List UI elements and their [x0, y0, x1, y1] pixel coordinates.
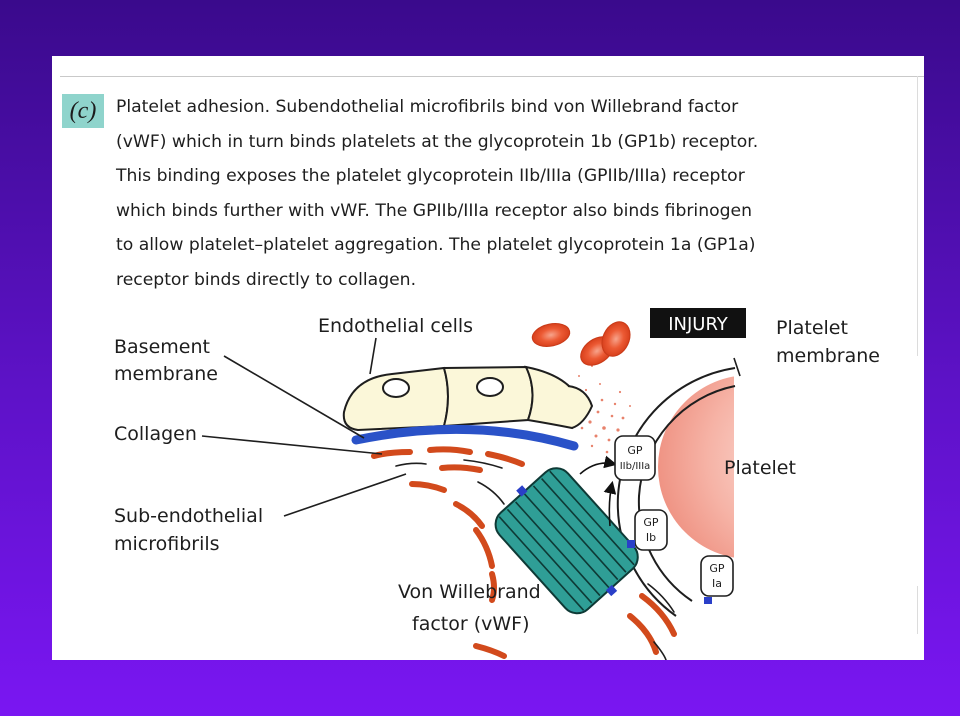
- caption-line: receptor binds directly to collagen.: [116, 269, 417, 290]
- caption-line: This binding exposes the platelet glycop…: [116, 166, 745, 187]
- platelet-membrane-label: Platelet: [776, 317, 848, 339]
- platelet-body: [658, 356, 924, 586]
- red-blood-cells: [531, 321, 631, 366]
- receptor-name: GP: [643, 516, 659, 529]
- injury-badge: INJURY: [650, 308, 746, 338]
- caption-line: which binds further with vWF. The GPIIb/…: [116, 200, 752, 221]
- figure-panel: (c) Platelet adhesion. Subendothelial mi…: [52, 56, 924, 660]
- diagram-labels: Basement membrane Endothelial cells Coll…: [114, 315, 880, 635]
- caption-line: (vWF) which in turn binds platelets at t…: [116, 131, 759, 152]
- subendothelial-label: Sub-endothelial: [114, 505, 263, 527]
- platelet-label: Platelet: [724, 457, 796, 479]
- basement-membrane: [351, 424, 579, 451]
- receptor-name: IIb/IIIa: [620, 461, 651, 472]
- leader-lines: [201, 337, 741, 517]
- vwf-label: factor (vWF): [412, 613, 530, 635]
- vwf-bundle: [494, 467, 639, 615]
- basement-label: membrane: [114, 363, 218, 385]
- endothelial-label: Endothelial cells: [318, 315, 473, 337]
- platelet-membrane-label: membrane: [776, 345, 880, 367]
- cell-nuclei: [382, 377, 504, 398]
- adhesion-diagram: GP IIb/IIIa GP Ib GP Ia INJURY: [114, 308, 924, 660]
- endothelial-cell-layer: [342, 365, 594, 432]
- subendothelial-label: microfibrils: [114, 533, 220, 555]
- panel-label: (c): [62, 94, 104, 128]
- receptor-gp1a: GP Ia: [700, 555, 734, 604]
- receptor-gp2b3a: GP IIb/IIIa: [614, 435, 656, 481]
- receptor-name: GP: [709, 562, 725, 575]
- receptor-name: Ia: [712, 577, 722, 590]
- right-rule: [917, 76, 918, 634]
- caption-line: Platelet adhesion. Subendothelial microf…: [116, 97, 739, 117]
- panel-caption: Platelet adhesion. Subendothelial microf…: [116, 90, 906, 298]
- receptor-name: Ib: [646, 531, 656, 544]
- receptor-name: GP: [627, 444, 643, 457]
- collagen-fibres: [371, 446, 677, 659]
- vwf-label: Von Willebrand: [398, 581, 541, 603]
- binding-arrows: [579, 455, 618, 527]
- collagen-label: Collagen: [114, 423, 197, 445]
- top-rule: [60, 76, 924, 77]
- receptor-gp1b: GP Ib: [627, 509, 668, 551]
- injury-label: INJURY: [668, 314, 729, 335]
- caption-line: to allow platelet–platelet aggregation. …: [116, 235, 756, 256]
- platelet-membrane-arcs: [616, 367, 736, 617]
- basement-label: Basement: [114, 336, 210, 358]
